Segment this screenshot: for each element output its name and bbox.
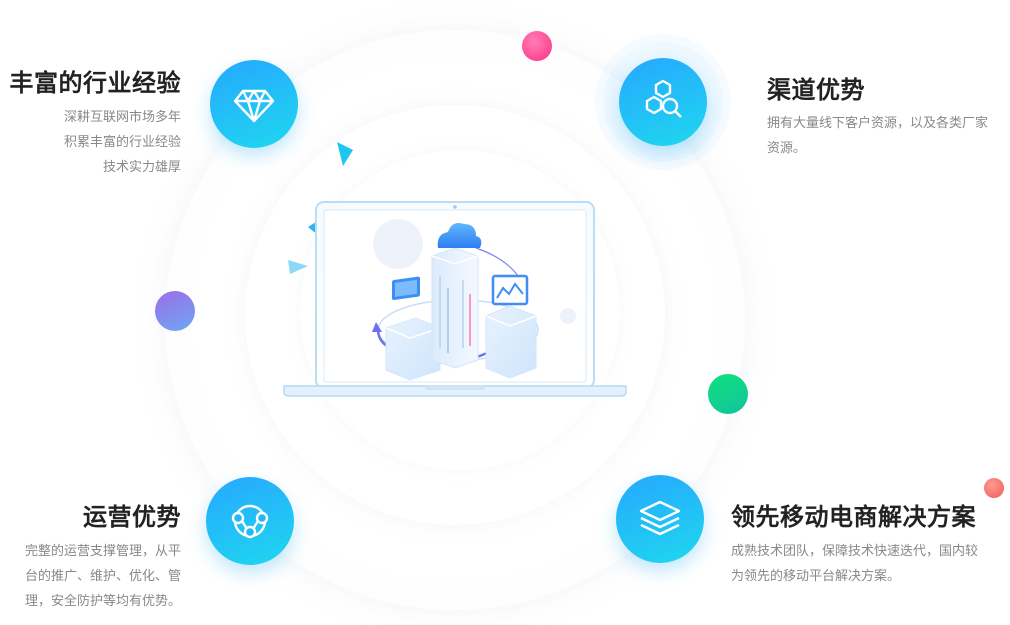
- triangle-decoration: [337, 142, 353, 166]
- desc-line: 深耕互联网市场多年: [63, 110, 181, 125]
- layers-icon: [639, 500, 681, 536]
- desc-line: 完整的运营支撑管理，从平: [24, 544, 181, 559]
- desc-line: 台的推广、维护、优化、管: [24, 569, 181, 584]
- feature-desc-bottom-right: 成熟技术团队，保障技术快速迭代，国内较 为领先的移动平台解决方案。: [731, 539, 978, 589]
- feature-icon-bottom-left: [206, 477, 294, 565]
- network-nodes-icon: [231, 504, 269, 539]
- coral-dot: [984, 478, 1004, 498]
- purple-dot: [155, 291, 195, 331]
- feature-desc-top-left: 深耕互联网市场多年 积累丰富的行业经验 技术实力雄厚: [64, 105, 181, 180]
- pink-dot: [522, 31, 552, 61]
- diamond-icon: [233, 89, 275, 123]
- desc-line: 理，安全防护等均有优势。: [24, 594, 181, 609]
- laptop-illustration: [283, 201, 627, 397]
- feature-desc-bottom-left: 完整的运营支撑管理，从平 台的推广、维护、优化、管 理，安全防护等均有优势。: [25, 539, 181, 614]
- hexagon-search-icon: [645, 79, 682, 118]
- desc-line: 拥有大量线下客户资源，以及各类厂家: [767, 116, 989, 131]
- desc-line: 资源。: [767, 141, 807, 156]
- feature-title-bottom-right: 领先移动电商解决方案: [731, 503, 976, 531]
- feature-icon-top-right: [619, 58, 707, 146]
- green-dot: [708, 374, 748, 414]
- feature-title-top-right: 渠道优势: [767, 76, 865, 104]
- feature-icon-bottom-right: [616, 475, 704, 563]
- feature-desc-top-right: 拥有大量线下客户资源，以及各类厂家 资源。: [767, 111, 988, 161]
- feature-title-bottom-left: 运营优势: [83, 503, 181, 531]
- feature-icon-top-left: [210, 60, 298, 148]
- desc-line: 积累丰富的行业经验: [63, 135, 181, 150]
- triangle-decoration: [288, 260, 308, 274]
- feature-title-top-left: 丰富的行业经验: [9, 69, 181, 97]
- desc-line: 技术实力雄厚: [102, 160, 181, 175]
- desc-line: 为领先的移动平台解决方案。: [731, 569, 901, 584]
- desc-line: 成熟技术团队，保障技术快速迭代，国内较: [731, 544, 979, 559]
